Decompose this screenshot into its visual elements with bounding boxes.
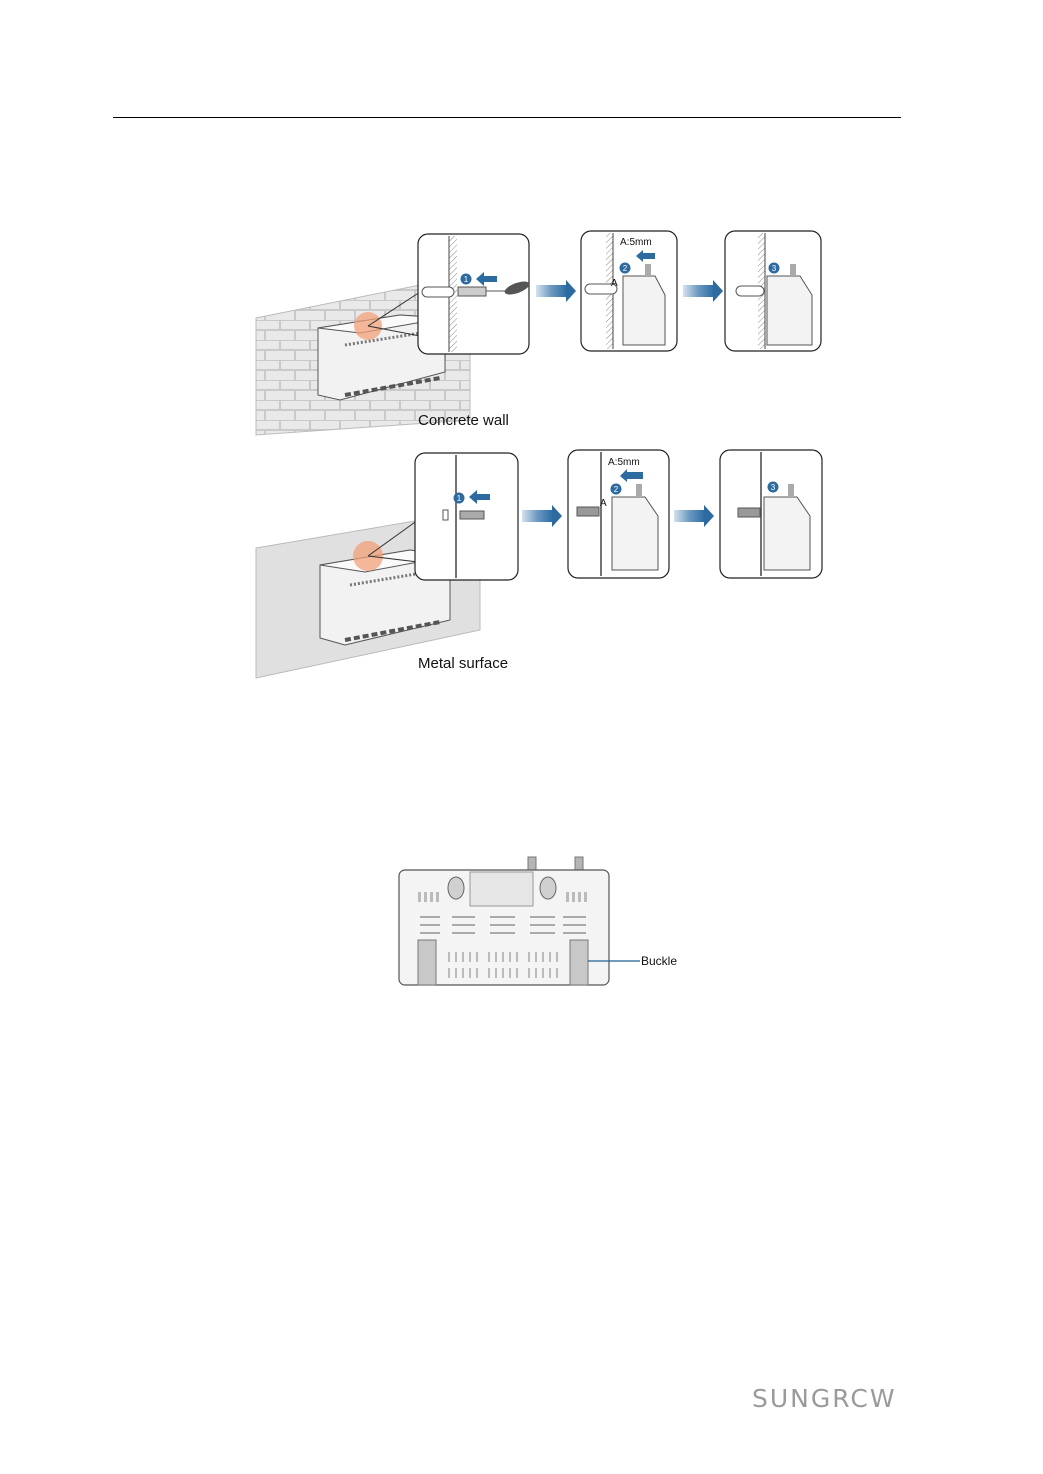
metal-surface-caption: Metal surface xyxy=(418,655,508,672)
step-number-3: 3 xyxy=(772,264,777,273)
step-number-1b: 1 xyxy=(457,494,462,503)
installation-figure: 1 2 3 1 2 3 A:5mm A A:5mm A xyxy=(254,230,826,680)
installation-illustration: 1 2 3 1 2 3 A:5mm A A:5mm A xyxy=(254,230,826,680)
concrete-wall-caption: Concrete wall xyxy=(418,412,509,429)
gap-label: A xyxy=(611,278,618,289)
dimension-label: A:5mm xyxy=(620,237,652,248)
header-rule xyxy=(113,117,901,118)
buckle-figure: Buckle xyxy=(396,855,688,990)
step-number-1: 1 xyxy=(464,275,469,284)
flow-arrow-2 xyxy=(683,280,723,302)
concrete-step-2-panel xyxy=(581,231,677,351)
concrete-step-3-panel xyxy=(725,231,821,351)
flow-arrow-3 xyxy=(522,505,562,527)
metal-step-2-panel xyxy=(568,450,669,578)
step-number-3b: 3 xyxy=(771,483,776,492)
metal-step-1-panel xyxy=(415,453,518,580)
step-number-2: 2 xyxy=(623,264,628,273)
gap-label-b: A xyxy=(600,498,607,509)
metal-step-3-panel xyxy=(720,450,822,578)
dimension-label-b: A:5mm xyxy=(608,457,640,468)
sungrow-logo: SUNGRCW xyxy=(752,1384,897,1413)
flow-arrow-1 xyxy=(536,280,576,302)
buckle-left xyxy=(418,940,436,985)
buckle-right xyxy=(570,940,588,985)
concrete-step-1-panel xyxy=(418,234,531,354)
device-rear-illustration: Buckle xyxy=(396,855,688,990)
step-number-2b: 2 xyxy=(614,485,619,494)
buckle-callout: Buckle xyxy=(641,954,677,968)
flow-arrow-4 xyxy=(674,505,714,527)
